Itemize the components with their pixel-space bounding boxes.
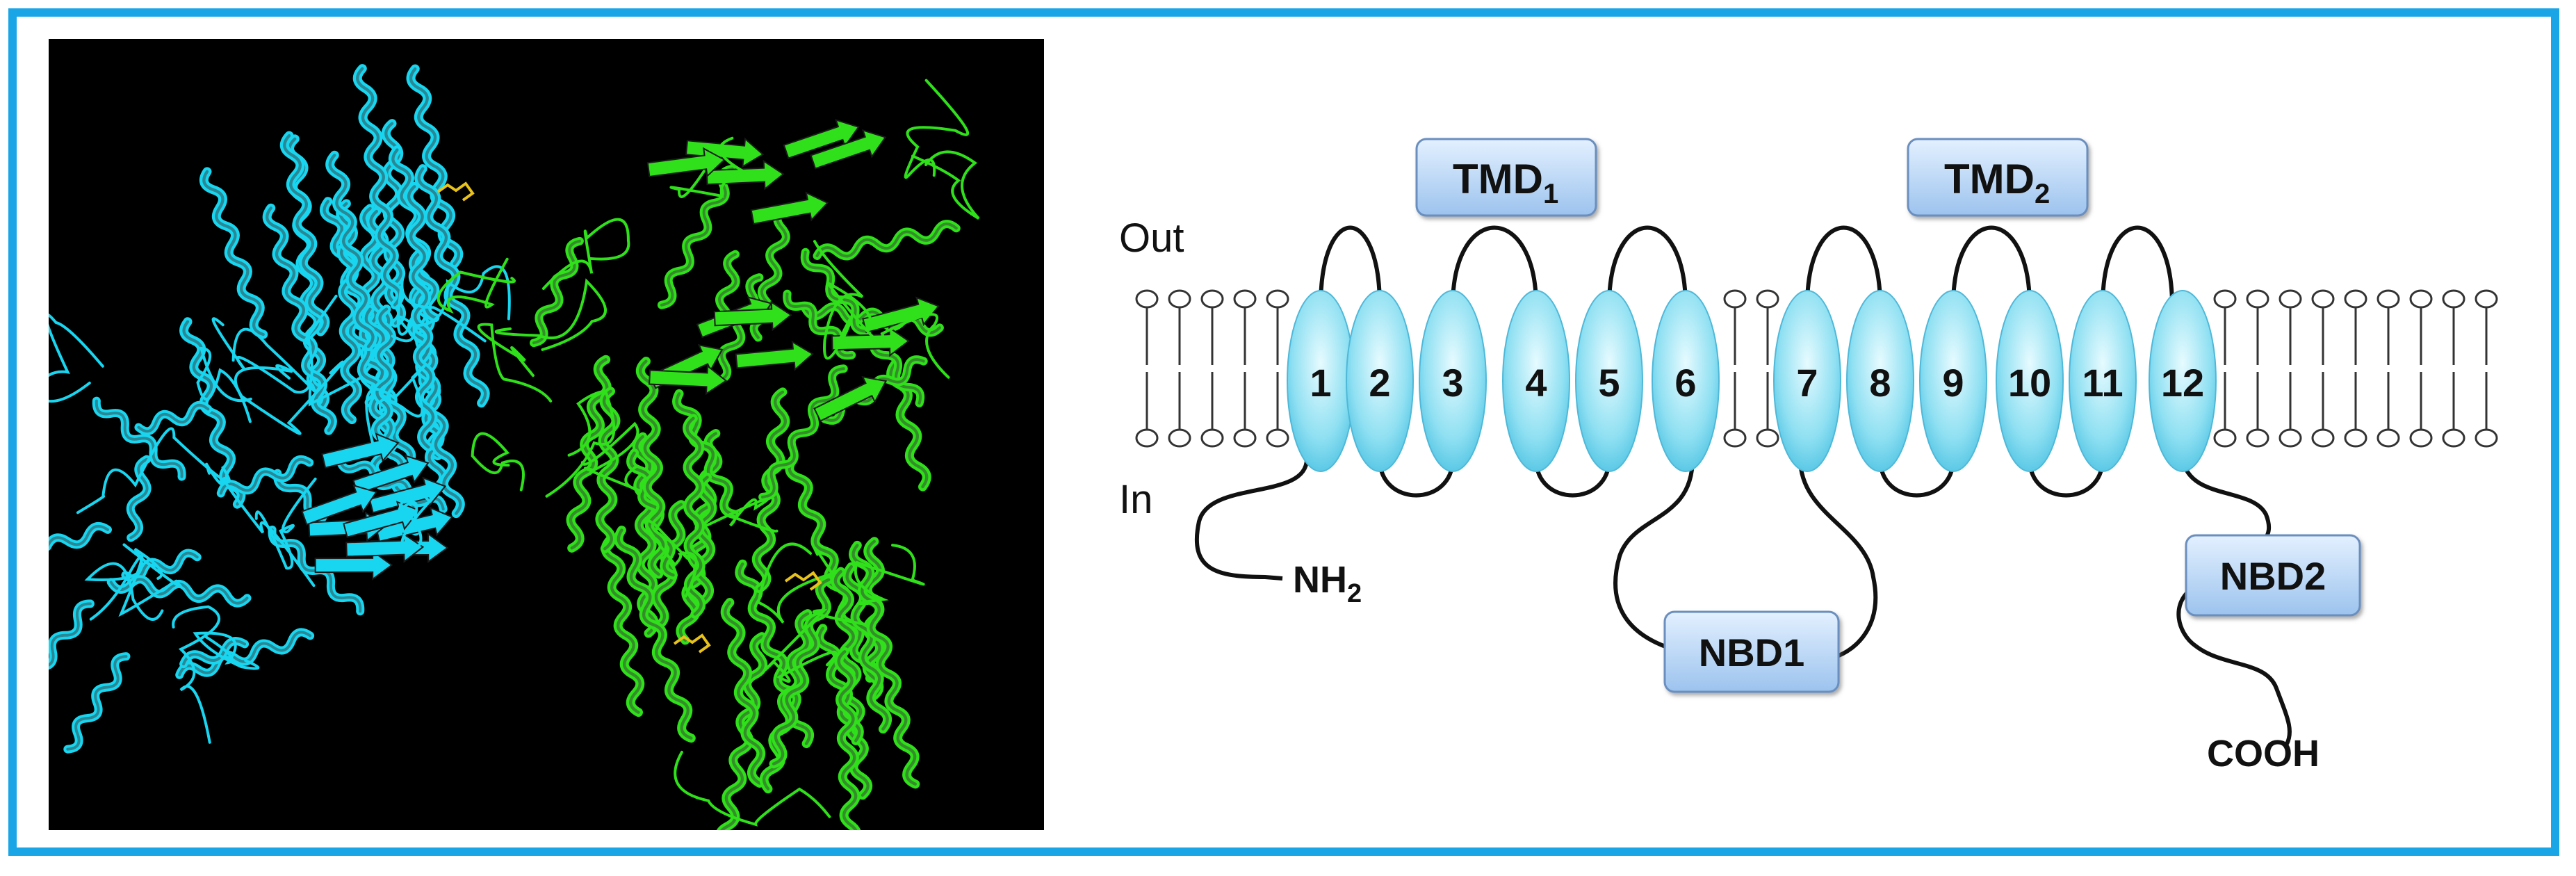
helix-12 [2149,290,2217,472]
helix-number-4: 4 [1525,361,1547,405]
lipid-head [2213,428,2237,448]
loop-out-3-4 [1451,225,1538,307]
linker-to-nbd1 [1613,458,1745,659]
linker-from-nbd1 [1798,458,1878,659]
lipid-head [2409,428,2433,448]
lipid-head [1200,428,1224,448]
lipid-head [1233,428,1257,448]
lipid-head [1723,289,1747,309]
lipid-head [1233,289,1257,309]
lipid-head [2246,289,2269,309]
lipid-head [2213,289,2237,309]
green-domain-ribbons [437,79,980,830]
helix-number-2: 2 [1369,361,1390,405]
ribbon-structure-drawing [49,64,980,830]
lipid-head [2311,289,2335,309]
helix-number-10: 10 [2008,361,2051,405]
lipid-head [1266,289,1289,309]
loop-out-9-10 [1951,225,2032,307]
connecting-loops [1194,225,2292,745]
linker-to-nbd2 [2180,458,2272,548]
loop-in-10-11 [2028,458,2105,498]
lipid-head [1200,289,1224,309]
lipid-head [2377,289,2400,309]
helix-7 [1773,290,1841,472]
c-terminus-label: COOH [2207,733,2320,774]
lipid-head [1723,428,1747,448]
lipid-head [2442,428,2465,448]
in-label: In [1119,477,1152,522]
loop-out-1-2 [1319,225,1382,307]
helix-3 [1419,290,1487,472]
lipid-head [2475,289,2498,309]
lipid-head [2475,428,2498,448]
helix-5 [1575,290,1643,472]
helix-number-12: 12 [2161,361,2204,405]
helix-number-1: 1 [1310,361,1331,405]
c-terminal-tail [2176,582,2292,745]
nbd2-box [2185,534,2361,617]
helix-number-3: 3 [1442,361,1463,405]
loop-in-8-9 [1878,458,1955,498]
lipid-head [2344,289,2367,309]
nbd1-label: NBD1 [1699,631,1804,674]
loop-in-2-3 [1378,458,1455,498]
loop-out-11-12 [2101,225,2174,307]
lipid-head [1266,428,1289,448]
helix-6 [1652,290,1720,472]
tmd1-label: TMD1 [1453,156,1558,209]
helix-9 [1919,290,1987,472]
helix-number-8: 8 [1869,361,1891,405]
loop-out-7-8 [1805,225,1882,307]
lipid-head [1168,289,1191,309]
tmd2-box [1907,138,2089,217]
nbd1-box [1663,610,1840,693]
lipid-bilayer [1135,289,2498,448]
ligand-sticks [437,181,822,654]
lipid-head [2279,289,2302,309]
lipid-head [2377,428,2400,448]
helix-number-6: 6 [1674,361,1696,405]
cyan-domain-ribbons [49,64,511,754]
lipid-head [1135,289,1159,309]
nbd2-label: NBD2 [2220,554,2326,598]
lipid-head [1756,428,1779,448]
lipid-head [2246,428,2269,448]
protein-structure-image [49,39,1044,830]
tmd1-box [1415,138,1597,217]
lipid-head [2344,428,2367,448]
helix-8 [1846,290,1914,472]
helix-10 [1996,290,2064,472]
helix-number-9: 9 [1942,361,1964,405]
helix-number-11: 11 [2082,361,2123,405]
loop-in-4-5 [1534,458,1611,498]
lipid-head [2279,428,2302,448]
lipid-head [2442,289,2465,309]
helix-number-7: 7 [1796,361,1818,405]
n-terminal-tail [1194,458,1309,581]
lipid-head [2311,428,2335,448]
helix-number-5: 5 [1598,361,1620,405]
out-label: Out [1119,216,1184,261]
lipid-head [1168,428,1191,448]
lipid-head [1135,428,1159,448]
loop-out-5-6 [1607,225,1688,307]
helix-2 [1346,290,1414,472]
tmd2-label: TMD2 [1944,156,2050,209]
n-terminus-label: NH2 [1293,559,1362,608]
helix-4 [1502,290,1570,472]
helix-11 [2069,290,2137,472]
lipid-head [2409,289,2433,309]
lipid-head [1756,289,1779,309]
